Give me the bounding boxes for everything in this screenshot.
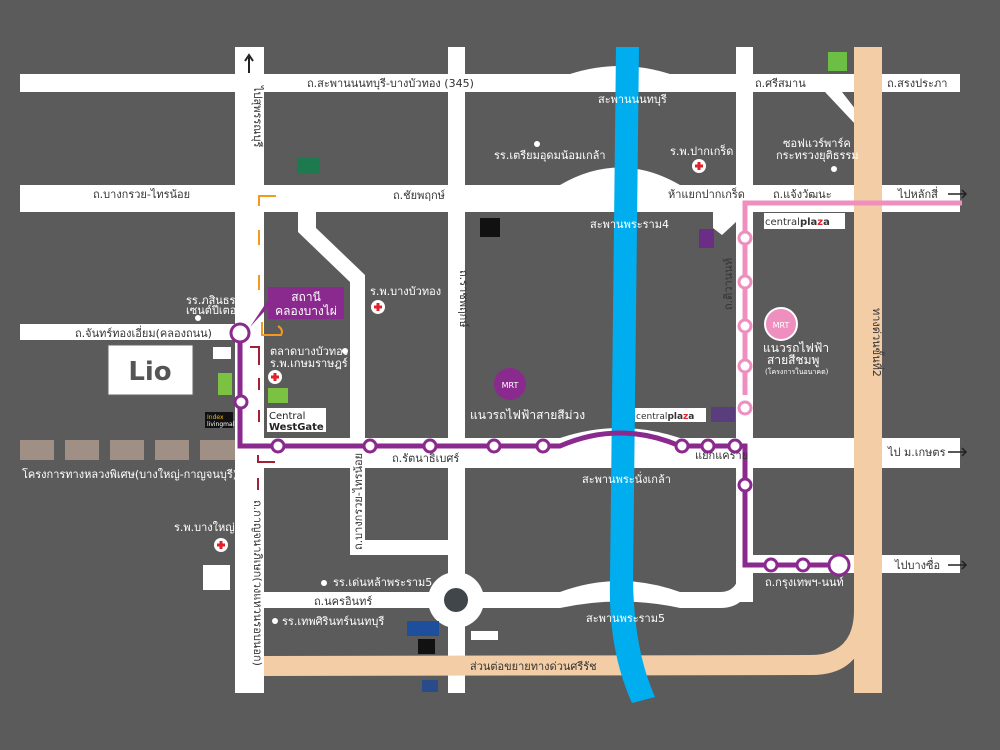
road-label-sisaman: ถ.ศรีสมาน (755, 77, 806, 90)
pink-line-label-2: สายสีชมพู (767, 353, 819, 368)
robinson-logo (828, 52, 847, 71)
direction-bang-sue: ไปบางซื่อ (894, 557, 940, 572)
road-label-chanthong: ถ.จันทร์ทองเอี่ยม(คลองถนน) (75, 325, 212, 340)
place-ministry: กระทรวงยุติธรรม (776, 149, 859, 162)
road-label-rattanathibet: ถ.รัตนาธิเบศร์ (392, 452, 459, 465)
up-arrow-icon (244, 53, 254, 73)
central-plaza-logo-1: centralplaza (764, 213, 845, 229)
school-dots (195, 141, 837, 624)
river (609, 47, 655, 703)
pink-line-label-3: (โครงการในอนาคต) (765, 367, 829, 376)
purple-line-stations (233, 394, 851, 577)
junction-khae-rai: แยกแคราย (695, 449, 748, 462)
big-c-logo (218, 373, 232, 395)
road-label-bangkruai-vertical: ถ.บางกรวย-ไทรน้อย (352, 453, 365, 550)
central-westgate-logo: Central WestGate (267, 408, 326, 433)
place-pak-kret-hospital: ร.พ.ปากเกร็ด (670, 144, 733, 158)
route-arrows-orange (258, 195, 283, 336)
index-livingmall-logo: Index livingmall (205, 412, 236, 428)
place-bang-bua-thong-hospital: ร.พ.บางบัวทอง (370, 285, 441, 298)
tesco-lotus-logo (297, 158, 320, 173)
pink-line-label-1: แนวรถไฟฟ้า (763, 341, 829, 355)
road-label-bangkruai: ถ.บางกรวย-ไทรน้อย (93, 188, 190, 201)
svg-text:WestGate: WestGate (269, 422, 324, 433)
place-market: ตลาดบางบัวทอง (270, 345, 348, 358)
crystal-logo-2 (418, 639, 435, 654)
mrt-purple-icon: MRT (494, 368, 526, 400)
route-arrows-red (250, 346, 275, 490)
place-school-rama5: รร.เด่นหล้าพระราม5 (333, 576, 432, 589)
purple-line-label: แนวรถไฟฟ้าสายสีม่วง (470, 408, 585, 422)
hotel-logo (699, 229, 714, 248)
station-khlong-bang-phai-marker[interactable] (229, 322, 251, 344)
toyota-logo (213, 347, 231, 359)
roundabout (444, 588, 468, 612)
svg-text:Central: Central (269, 411, 305, 422)
junction-pak-kret: ห้าแยกปากเกร็ด (668, 187, 745, 201)
bridge-phra-nang-klao: สะพานพระนั่งเกล้า (582, 471, 671, 486)
big-c-logo-2 (268, 388, 288, 403)
road-label-top: ถ.สะพานนนทบุรี-บางบัวทอง (345) (307, 77, 474, 90)
svg-text:centralplaza: centralplaza (636, 412, 694, 422)
crystal-logo (480, 218, 500, 237)
hospital-icons (214, 159, 706, 552)
lio-logo: Lio (107, 344, 194, 396)
road-label-suphanburi: ไปสุพรรณบุรี (251, 85, 264, 147)
central-plaza-logo-2: centralplaza (635, 408, 706, 422)
place-triam-udom: รร.เตรียมอุดมน้อมเกล้า (494, 149, 606, 162)
direction-kaset: ไป ม.เกษตร (887, 446, 946, 459)
svg-text:MRT: MRT (502, 381, 519, 390)
road-label-tiwanon: ถ.ติวานนท์ (722, 258, 735, 310)
station-callout[interactable]: สถานี คลองบางไผ่ (250, 287, 344, 327)
road-label-ratchaphruek: ถ.ราชพฤกษ์ (457, 270, 470, 328)
bridge-rama4: สะพานพระราม4 (590, 218, 669, 231)
road-label-nakhon-in: ถ.นครอินทร์ (314, 595, 372, 608)
road-label-chaengwattana: ถ.แจ้งวัฒนะ (773, 188, 832, 201)
mrt-pink-icon: MRT (764, 307, 798, 341)
svg-text:centralplaza: centralplaza (765, 217, 830, 228)
place-school-1: รร.ภสินธร (186, 294, 236, 307)
road-label-chaiyaphruek: ถ.ชัยพฤกษ์ (393, 189, 445, 202)
place-bang-yai-hospital: ร.พ.บางใหญ่ (174, 521, 235, 534)
homepro-logo (407, 621, 439, 636)
motorway-label: โครงการทางหลวงพิเศษ(บางใหญ่-กาญจนบุรี) (22, 467, 237, 481)
expressway (264, 47, 882, 693)
place-kasemrad: ร.พ.เกษมราษฎร์ (270, 357, 348, 370)
road-label-kanchanaphisek: ถ.กาญจนาภิเษก(วงแหวนรอบนอก) (251, 500, 264, 666)
hw-logo (422, 680, 438, 692)
svg-text:Index: Index (207, 414, 224, 421)
road-label-expressway2: ทางด่วนขั้นที่2 (870, 308, 885, 377)
motorway-project (20, 440, 235, 460)
road-label-sirat-ext: ส่วนต่อขยายทางด่วนศรีรัช (470, 660, 597, 673)
place-software-park: ซอฟแวร์พาร์ค (783, 137, 851, 150)
svg-text:Lio: Lio (128, 357, 171, 387)
svg-text:livingmall: livingmall (207, 421, 236, 428)
station-label-2: คลองบางไผ่ (275, 304, 337, 318)
bridge-rama5: สะพานพระราม5 (586, 612, 665, 625)
road-label-songprapa: ถ.สรงประภา (887, 77, 947, 90)
svg-text:MRT: MRT (773, 321, 790, 330)
road-label-krungthep-non: ถ.กรุงเทพฯ-นนท์ (765, 576, 844, 589)
place-school-2: เซนต์ปีเตอร์ (186, 304, 242, 317)
pink-line-stations (737, 230, 753, 416)
place-school-thepsirin: รร.เทพศิรินทร์นนทบุรี (282, 615, 384, 628)
bridge-nonthaburi: สะพานนนทบุรี (598, 93, 667, 106)
pure-place-logo (471, 631, 498, 640)
the-mall-logo (203, 565, 230, 590)
esplanade-logo (711, 407, 735, 422)
direction-lak-si: ไปหลักสี่ (897, 186, 938, 201)
station-label-1: สถานี (291, 290, 321, 304)
